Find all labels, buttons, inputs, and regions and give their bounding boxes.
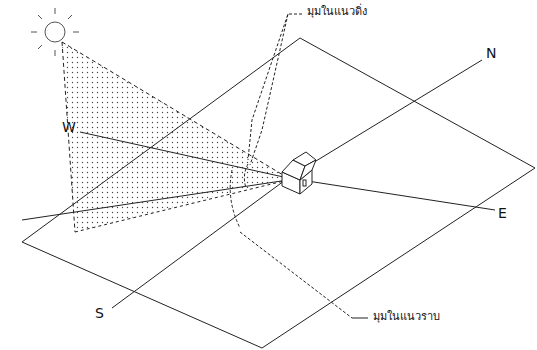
compass-label: W [62,120,76,135]
compass-label: E [498,206,507,221]
angle-label: มุมในแนวดิ่ง [305,6,369,18]
compass-label: S [95,306,104,321]
compass-label: N [486,46,496,61]
angle-label: มุมในแนวราบ [371,311,442,323]
